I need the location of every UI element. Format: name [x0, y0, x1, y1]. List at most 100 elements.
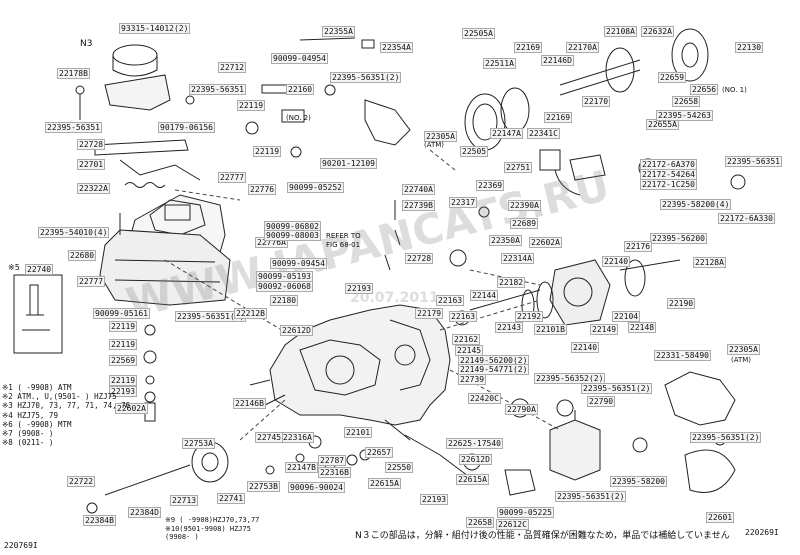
part-label: 22149-54771(2) — [458, 364, 530, 375]
part-label: 22101 — [344, 427, 373, 438]
part-label: 22147A — [490, 128, 523, 139]
part-label: 22659 — [658, 72, 687, 83]
part-label: 22395-58200(4) — [660, 199, 732, 210]
part-label: 22169 — [544, 112, 573, 123]
part-label: 90201-12109 — [320, 158, 377, 169]
part-label: 22658 — [672, 96, 701, 107]
part-label: 22741 — [217, 493, 246, 504]
part-label: 22101B — [534, 324, 567, 335]
part-label: 22612D — [280, 325, 313, 336]
part-label: 22787 — [318, 455, 347, 466]
part-label: 22162 — [452, 334, 481, 345]
footnote: ※6 ( -9908) MTM — [2, 419, 72, 429]
part-label: 22119 — [253, 146, 282, 157]
part-label: 22172-6A330 — [718, 213, 775, 224]
part-label: 22390A — [508, 200, 541, 211]
part-label: 22739B — [402, 200, 435, 211]
footnote: ※2 ATM., U,(9501- ) HZJ75 — [2, 392, 117, 402]
part-label: 22140 — [571, 342, 600, 353]
part-label: 22625-17540 — [446, 438, 503, 449]
part-label: 22176 — [624, 241, 653, 252]
part-label: 22179 — [415, 308, 444, 319]
part-label: 22119 — [109, 339, 138, 350]
diagram-code: 220769I — [4, 541, 38, 550]
part-label: 22601 — [706, 512, 735, 523]
note-no1: (NO. 1) — [722, 86, 747, 94]
part-label: 22745 — [255, 432, 284, 443]
part-label: 22190 — [667, 298, 696, 309]
note-fig: FIG 68-01 — [326, 241, 361, 249]
part-label: 22355A — [322, 26, 355, 37]
n3-note: N３この部品は，分解・組付け後の性能・品質確保が困難なため，単品では補給していま… — [355, 531, 730, 541]
part-label: 22169 — [514, 42, 543, 53]
part-label: 22395-56351 — [725, 156, 782, 167]
part-label: 22119 — [237, 100, 266, 111]
part-label: 22511A — [483, 58, 516, 69]
part-label: 22369 — [476, 180, 505, 191]
part-label: 22170 — [582, 96, 611, 107]
part-label: 22632A — [641, 26, 674, 37]
part-label: 22612D — [459, 454, 492, 465]
part-label: 90179-06156 — [158, 122, 215, 133]
note-no2: (NO. 2) — [286, 114, 311, 122]
part-label: 22550 — [385, 462, 414, 473]
footnote: ※4 HZJ75, 79 — [2, 410, 58, 420]
part-label: 90099-05252 — [287, 182, 344, 193]
part-label: 22722 — [67, 476, 96, 487]
part-label: 22712 — [218, 62, 247, 73]
part-label: 22104 — [612, 311, 641, 322]
part-label: 90099-05161 — [93, 308, 150, 319]
footnote: ※7 (9908- ) — [2, 429, 54, 439]
part-label: 22658 — [466, 517, 495, 528]
part-label: 22384B — [83, 515, 116, 526]
note-refer: REFER TO — [326, 232, 361, 240]
part-label: 22316A — [281, 432, 314, 443]
part-label: 90099-04954 — [271, 53, 328, 64]
note-catm: (ATM) — [731, 356, 752, 364]
part-label: 22146B — [233, 398, 266, 409]
part-label: 90099-05225 — [497, 507, 554, 518]
part-label: 22751 — [504, 162, 533, 173]
part-label: 22341C — [527, 128, 560, 139]
part-label: 22148 — [628, 322, 657, 333]
part-label: 90099-09454 — [270, 258, 327, 269]
part-label: 22395-56351(2) — [555, 491, 627, 502]
n3-tag: N3 — [80, 39, 93, 49]
part-label: 90096-90024 — [288, 482, 345, 493]
part-label: 22602A — [115, 403, 148, 414]
footnotes-bottom: ※9 ( -9908)HZJ70,73,77 ※10(9501-9908) HZ… — [165, 516, 259, 542]
part-label: 22317 — [449, 197, 478, 208]
part-label: 22140 — [602, 256, 631, 267]
part-label: 22612C — [496, 519, 529, 530]
footnote: ※8 (0211- ) — [2, 438, 54, 448]
part-label: 22395-56351(2) — [690, 432, 762, 443]
part-label: 22395-56200 — [650, 233, 707, 244]
part-label: 22160 — [286, 84, 315, 95]
part-label: 22193 — [109, 386, 138, 397]
part-label: 22119 — [109, 375, 138, 386]
footnote: ※1 ( -9908) ATM — [2, 383, 72, 392]
part-label: 22569 — [109, 355, 138, 366]
part-label: 22180 — [270, 295, 299, 306]
part-label: 22753A — [182, 438, 215, 449]
part-label: 22146D — [541, 55, 574, 66]
part-label: 22657 — [365, 447, 394, 458]
part-label: 22728 — [405, 253, 434, 264]
part-label: 22178B — [57, 68, 90, 79]
part-label: 90092-06068 — [256, 281, 313, 292]
part-label: 22149 — [590, 324, 619, 335]
part-label: 22354A — [380, 42, 413, 53]
part-label: 22212B — [234, 308, 267, 319]
part-label: 22395-56351 — [45, 122, 102, 133]
part-label: 22384D — [128, 507, 161, 518]
part-label: 22322A — [77, 183, 110, 194]
part-label: 22790 — [587, 396, 616, 407]
part-label: 22182 — [497, 277, 526, 288]
part-label: 22740 — [25, 264, 54, 275]
note-star5: ※5 — [8, 263, 20, 272]
part-label: 22172-1C250 — [640, 179, 697, 190]
part-label: 22701 — [77, 159, 106, 170]
part-label: 22192 — [515, 311, 544, 322]
part-label: 22615A — [456, 474, 489, 485]
